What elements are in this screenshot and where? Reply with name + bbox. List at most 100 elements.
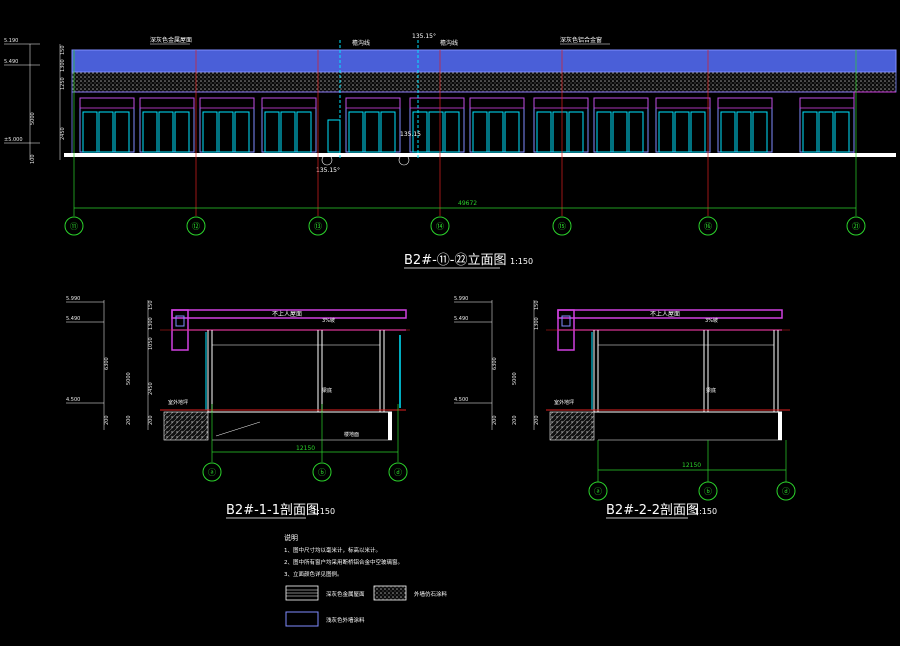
s2-dim-200c: 200: [534, 415, 540, 425]
s1-dim-6300: 6300: [104, 357, 110, 370]
window-pane: [218, 111, 234, 153]
dim-1250: 1250: [60, 77, 66, 90]
window-pane: [504, 111, 520, 153]
window-frame: [593, 97, 649, 153]
gutter-note-2: 檐沟线: [440, 39, 458, 47]
window-row: [79, 97, 855, 153]
s1-dim-200b: 200: [126, 415, 132, 425]
s2-dim-200b: 200: [512, 415, 518, 425]
window-pane: [364, 111, 380, 153]
s1-beam-label: 梁底: [322, 387, 332, 394]
legend-paint-swatch: [285, 611, 319, 627]
legend-roof-label: 深灰色金属屋面: [326, 590, 365, 598]
axis-bubble: [186, 216, 206, 236]
s2-axis-d: [776, 481, 796, 501]
s1-axis-a-label: ⓐ: [208, 468, 216, 477]
s1-level-ground: 4.500: [66, 397, 80, 403]
elevation-title: B2#-⑪-㉒立面图: [404, 253, 506, 268]
dim-150: 150: [60, 45, 66, 55]
s1-dim-150: 150: [148, 300, 154, 310]
notes-block: 说明 1、图中尺寸均以毫米计，标高以米计。 2、图中所有窗户均采用断桥铝合金中空…: [284, 533, 448, 627]
s1-inner-label: 室外地坪: [168, 399, 188, 406]
s1-dim-2450: 2450: [148, 382, 154, 395]
s2-title: B2#-2-2剖面图: [606, 503, 699, 518]
axis-bubble: [64, 216, 84, 236]
note-3: 3、立面颜色详见图例。: [284, 570, 343, 578]
axis-bubble: [308, 216, 328, 236]
s1-axis-a: [202, 462, 222, 482]
s2-roof-label: 不上人屋面: [650, 310, 680, 318]
window-pane: [568, 111, 584, 153]
window-pane: [658, 111, 674, 153]
axis-label: ⑮: [558, 222, 566, 231]
window-pane: [202, 111, 218, 153]
window-frame: [469, 97, 525, 153]
level-top: 5.190: [4, 38, 18, 44]
window-frame: [533, 97, 589, 153]
window-transom: [469, 97, 525, 109]
window-transom: [79, 97, 135, 109]
window-transom: [139, 97, 195, 109]
level-roof: 5.490: [4, 59, 18, 65]
s1-dim-5000: 5000: [126, 372, 132, 385]
s1-slope: 3%坡: [322, 317, 335, 324]
window-frame: [345, 97, 401, 153]
window-pane: [142, 111, 158, 153]
window-frame: [717, 97, 773, 153]
axis-label: ⑫: [192, 222, 200, 231]
window-frame: [261, 97, 317, 153]
window-pane: [690, 111, 706, 153]
dim-1300: 1300: [60, 59, 66, 72]
axis-label: ⑬: [314, 222, 322, 231]
s2-level-top: 5.990: [454, 296, 468, 302]
window-frame: [139, 97, 195, 153]
window-pane: [802, 111, 818, 153]
s2-axis-a-label: ⓐ: [594, 487, 602, 496]
ground-line: [64, 153, 896, 157]
service-door: [327, 119, 341, 153]
angle-bottom: 135.15°: [316, 167, 340, 174]
section-2-2: 5.990 5.490 4.500 6300 5000 150 1300 200…: [454, 296, 796, 519]
s1-ground-hatch: [163, 411, 209, 441]
window-pane: [158, 111, 174, 153]
window-pane: [444, 111, 460, 153]
s1-axis-d: [388, 462, 408, 482]
notes-heading: 说明: [284, 533, 298, 542]
window-pane: [488, 111, 504, 153]
s2-level-ground: 4.500: [454, 397, 468, 403]
window-frame: [79, 97, 135, 153]
window-transom: [345, 97, 401, 109]
s1-scale: 1:150: [312, 507, 335, 516]
s1-axis-d-label: ⓓ: [394, 468, 402, 477]
window-transom: [655, 97, 711, 109]
level-ground: ±5.000: [4, 137, 23, 143]
elevation-scale: 1:150: [510, 257, 533, 266]
s1-axis-b: [312, 462, 332, 482]
window-transom: [199, 97, 255, 109]
window-pane: [552, 111, 568, 153]
s2-level-roof: 5.490: [454, 316, 468, 322]
total-length: 49672: [458, 200, 477, 207]
section-1-1: 5.990 5.490 4.500 6300 5000 150 1300 105…: [66, 296, 410, 519]
window-pane: [114, 111, 130, 153]
legend-paint-label: 浅灰色外墙涂料: [326, 616, 365, 624]
s2-total: 12150: [682, 462, 701, 469]
s2-dim-5000: 5000: [512, 372, 518, 385]
s1-dim-200a: 200: [104, 415, 110, 425]
s1-dim-200c: 200: [148, 415, 154, 425]
s2-scale: 1:150: [694, 507, 717, 516]
s2-dim-1300: 1300: [534, 317, 540, 330]
s2-axis-a: [588, 481, 608, 501]
window-transom: [533, 97, 589, 109]
window-pane: [234, 111, 250, 153]
s2-slope: 3%坡: [705, 317, 718, 324]
axis-bubble: [698, 216, 718, 236]
window-pane: [174, 111, 190, 153]
elevation-drawing: 5.190 5.490 ±5.000 5000 150 1300 1250 24…: [4, 33, 897, 269]
window-frame: [655, 97, 711, 153]
s1-dim-1050: 1050: [148, 337, 154, 350]
window-pane: [596, 111, 612, 153]
roof-band: [71, 49, 897, 73]
s2-ground-hatch: [549, 411, 595, 441]
